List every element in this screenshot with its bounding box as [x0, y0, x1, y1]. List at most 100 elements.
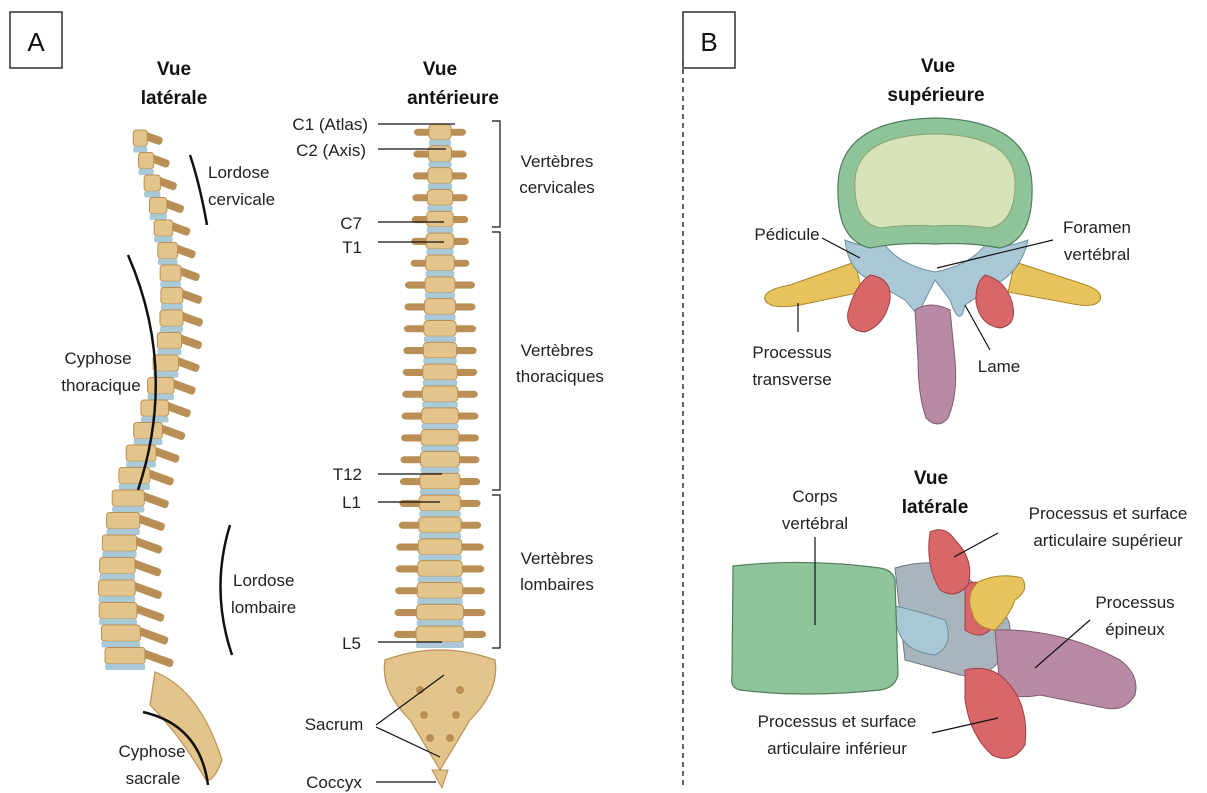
cervical-region-brace	[492, 121, 500, 227]
cervical-lordosis-arc	[190, 155, 207, 225]
anterior-spine-illustration	[384, 124, 495, 788]
anterior-disc	[424, 336, 456, 342]
spinous-label-line1: Processus	[1095, 593, 1174, 612]
transverse-process-lateral	[970, 576, 1025, 630]
lateral-disc	[158, 259, 178, 265]
anterior-disc	[418, 555, 461, 561]
lateral-disc	[102, 551, 136, 557]
anterior-vertebra	[418, 561, 463, 577]
lateral-vertebra	[157, 333, 181, 349]
lateral-disc	[133, 146, 147, 152]
lateral-view-heading-line1: Vue	[157, 59, 191, 80]
sacrum-label: Sacrum	[305, 715, 364, 734]
lateral-vertebra	[134, 423, 163, 439]
lateral-disc	[161, 304, 183, 310]
anterior-vertebra	[419, 495, 460, 511]
anterior-vertebra	[417, 604, 464, 620]
sacrum-shape	[384, 650, 495, 770]
cervical-region-label-line1: Vertèbres	[521, 152, 594, 171]
lateral-disc	[139, 169, 154, 175]
anterior-view-heading-line2: antérieure	[407, 88, 499, 109]
sacral-foramen	[426, 734, 434, 742]
lateral-disc	[99, 596, 136, 602]
sacral-foramen	[452, 711, 460, 719]
lateral-disc	[160, 281, 181, 287]
anterior-vertebra	[422, 386, 458, 402]
lateral-disc	[144, 191, 160, 197]
thoracic-region-brace	[492, 232, 500, 490]
lumbar-region-label-line2: lombaires	[520, 575, 594, 594]
anterior-disc	[417, 598, 463, 604]
b-lateral-view-heading-line2: latérale	[902, 497, 969, 518]
panel-a-letter: A	[27, 27, 45, 57]
lateral-view-heading-line2: latérale	[141, 88, 208, 109]
c2-axis-label: C2 (Axis)	[296, 141, 366, 160]
superior-articular-label-line2: articulaire supérieur	[1033, 531, 1183, 550]
right-transverse-process	[1008, 262, 1101, 305]
lateral-spine-illustration	[99, 130, 222, 780]
lateral-vertebra	[100, 558, 135, 574]
sacral-kyphosis-label-line2: sacrale	[126, 769, 181, 788]
anterior-disc	[428, 162, 451, 168]
lateral-disc	[107, 529, 140, 535]
anterior-disc	[429, 140, 451, 146]
anterior-vertebra	[417, 583, 463, 599]
lateral-vertebra	[161, 288, 183, 304]
lateral-disc	[157, 349, 181, 355]
lateral-vertebra	[160, 310, 183, 326]
body-label-line1: Corps	[792, 487, 837, 506]
anterior-disc	[427, 205, 452, 211]
lateral-disc	[149, 214, 166, 220]
inferior-articular-label-line1: Processus et surface	[758, 712, 917, 731]
lateral-disc	[126, 461, 156, 467]
foramen-label-line2: vertébral	[1064, 245, 1130, 264]
lumbar-lordosis-label-line1: Lordose	[233, 571, 294, 590]
lateral-vertebra	[102, 535, 136, 551]
anterior-vertebra	[424, 299, 455, 315]
anterior-vertebra	[424, 321, 456, 337]
lateral-disc	[148, 394, 174, 400]
lumbar-lordosis-label-line2: lombaire	[231, 598, 296, 617]
anterior-disc	[426, 249, 454, 255]
lateral-vertebra	[126, 445, 156, 461]
lateral-vertebra	[133, 130, 147, 146]
lateral-vertebra	[105, 648, 145, 664]
lateral-disc	[119, 484, 150, 490]
thoracic-region-label-line2: thoraciques	[516, 367, 604, 386]
anterior-vertebra	[426, 255, 455, 271]
anterior-vertebra	[428, 146, 451, 162]
anterior-vertebra	[426, 233, 454, 249]
vertebral-body-endplate	[855, 134, 1015, 228]
lateral-disc	[105, 664, 145, 670]
superior-articular-leader	[954, 533, 998, 557]
anterior-vertebra	[425, 277, 455, 293]
anterior-disc	[424, 314, 455, 320]
t1-label: T1	[342, 238, 362, 257]
anterior-vertebra	[427, 190, 452, 206]
transverse-label-line1: Processus	[752, 343, 831, 362]
left-transverse-process	[765, 262, 862, 307]
panel-b: B Vue supérieure Pédicule Foramen vertéb…	[683, 12, 1187, 758]
anterior-vertebra	[421, 452, 460, 468]
anterior-disc	[423, 380, 457, 386]
lateral-vertebra	[99, 580, 136, 596]
anterior-disc	[426, 271, 455, 277]
lateral-vertebra	[149, 198, 166, 214]
anterior-disc	[422, 402, 458, 408]
lateral-sacrum	[150, 672, 222, 780]
lateral-vertebra	[160, 265, 181, 281]
superior-view-heading-line1: Vue	[921, 56, 955, 77]
spinous-label-line2: épineux	[1105, 620, 1165, 639]
thoracic-kyphosis-label-line1: Cyphose	[64, 349, 131, 368]
cervical-lordosis-label-line1: Lordose	[208, 163, 269, 182]
thoracic-kyphosis-label-line2: thoracique	[61, 376, 140, 395]
coccyx-label: Coccyx	[306, 773, 362, 792]
foramen-label-line1: Foramen	[1063, 218, 1131, 237]
anterior-disc	[418, 576, 463, 582]
lateral-vertebra	[99, 603, 137, 619]
anterior-vertebra	[423, 342, 456, 358]
cervical-lordosis-label-line2: cervicale	[208, 190, 275, 209]
anterior-vertebra	[428, 168, 452, 184]
anterior-vertebra	[423, 364, 457, 380]
